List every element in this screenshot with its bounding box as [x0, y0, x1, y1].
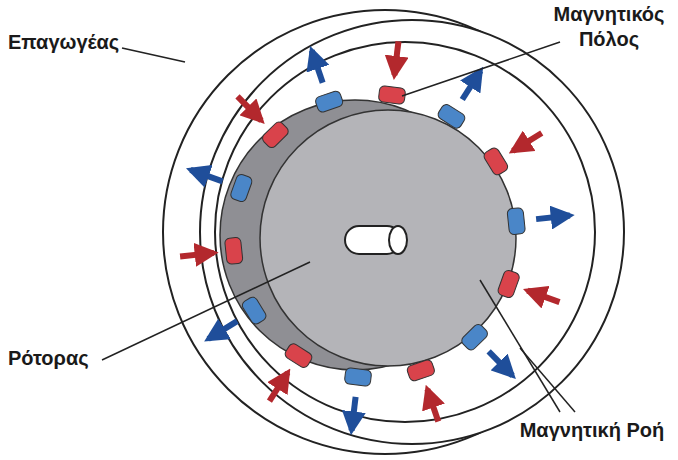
- flux-arrow: [352, 397, 356, 431]
- flux-arrow: [191, 170, 223, 181]
- magnet-south: [507, 207, 526, 235]
- magnet-south: [314, 90, 344, 114]
- rotor-face: [260, 110, 516, 366]
- leader-line: [480, 280, 560, 412]
- flux-arrow: [536, 216, 570, 220]
- magnet-south: [241, 295, 268, 326]
- leader-lines: [102, 42, 575, 412]
- flux-arrow: [427, 389, 438, 421]
- magnet-south: [460, 322, 490, 352]
- stator-front-edge: [200, 20, 624, 444]
- part-label: Μαγνητικός Πόλος: [545, 2, 673, 52]
- magnet-north: [497, 269, 521, 299]
- flux-arrow: [269, 372, 287, 401]
- magnet-north: [406, 359, 436, 383]
- magnet-north: [482, 146, 509, 177]
- leader-line: [402, 42, 560, 96]
- magnet-south: [344, 367, 372, 386]
- flux-arrow: [208, 321, 237, 339]
- flux-arrow: [180, 253, 214, 257]
- leader-line: [122, 48, 185, 62]
- flux-arrow: [527, 291, 559, 302]
- flux-arrow: [513, 133, 542, 151]
- part-label: Μαγνητική Ροή: [510, 418, 674, 443]
- magnet-north: [261, 120, 291, 150]
- flux-arrow: [394, 41, 398, 75]
- magnet-north: [224, 237, 243, 265]
- leader-line: [520, 348, 575, 412]
- part-label: Ρότορας: [8, 346, 118, 371]
- part-label: Επαγωγέας: [8, 30, 128, 55]
- magnet-north: [283, 342, 314, 369]
- magnet-north: [378, 86, 406, 105]
- flux-arrow: [489, 351, 513, 375]
- stator-inner-edge: [215, 42, 595, 422]
- shaft-end: [389, 226, 407, 254]
- magnet-south: [436, 103, 467, 130]
- leader-line: [102, 262, 310, 360]
- flux-arrow: [237, 96, 261, 120]
- magnet-ring: [180, 41, 570, 430]
- flux-arrow: [312, 50, 323, 82]
- magnet-south: [229, 173, 253, 203]
